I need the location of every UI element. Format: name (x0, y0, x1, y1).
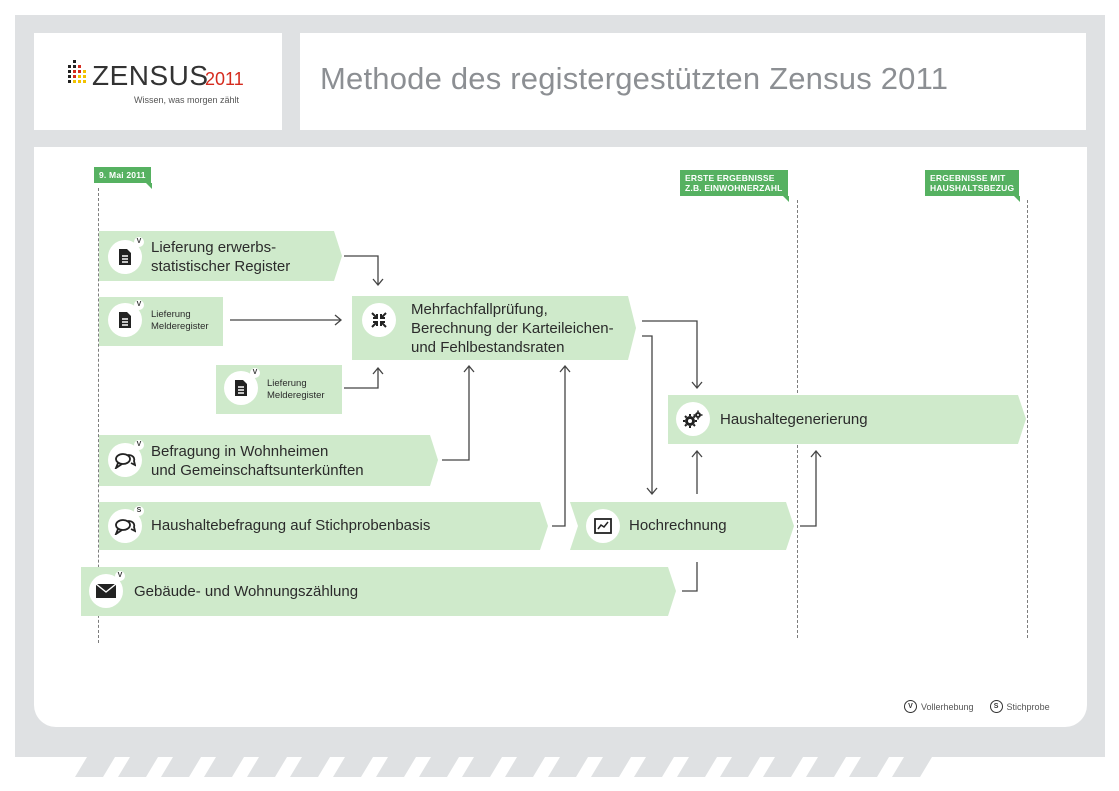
box-befragung-wohnheime (99, 435, 438, 486)
badge-vollerhebung: V (115, 571, 125, 581)
arrow-head-mehrfach-haushalt (691, 381, 703, 390)
document-icon (108, 240, 142, 274)
flag-milestone-1-line1: ERSTE ERGEBNISSE (685, 173, 775, 183)
logo-year: 2011 (205, 69, 244, 89)
stripe-shape (892, 757, 932, 777)
stripe-shape (161, 757, 201, 777)
gears-icon (676, 402, 710, 436)
label-melderegister-1-line1: Lieferung (151, 309, 191, 320)
legend-s-label: Stichprobe (1006, 701, 1050, 712)
stripe-shape (419, 757, 459, 777)
badge-stichprobe: S (134, 506, 144, 516)
label-mehrfach-line1: Mehrfachfallprüfung, (411, 301, 548, 318)
logo-bars-icon (68, 60, 86, 83)
label-melderegister-1: Lieferung Melderegister (151, 309, 209, 333)
label-mehrfach-line3: und Fehlbestandsraten (411, 339, 565, 356)
stripe-shape (118, 757, 158, 777)
stripe-shape (720, 757, 760, 777)
badge-vollerhebung: V (134, 300, 144, 310)
stripe-shape (204, 757, 244, 777)
logo-panel: ZENSUS 2011 Wissen, was morgen zählt (34, 33, 282, 130)
flag-milestone-2-line2: HAUSHALTSBEZUG (930, 183, 1015, 193)
label-melderegister-1-line2: Melderegister (151, 321, 209, 332)
box-mehrfachfallpruefung (352, 296, 636, 360)
badge-vollerhebung: V (250, 368, 260, 378)
stripe-shape (75, 757, 115, 777)
label-befragung-line2: und Gemeinschaftsunterkünften (151, 462, 364, 479)
arrow-head-melde2 (372, 366, 384, 375)
stripe-shape (763, 757, 803, 777)
arrow-head-hochrechnung-milestone (810, 449, 822, 458)
arrow-head-mehrfach-hochrechnung (646, 487, 658, 496)
label-befragung-wohnheime: Befragung in Wohnheimen und Gemeinschaft… (151, 442, 364, 480)
badge-vollerhebung: V (134, 237, 144, 247)
timeline-start-line (98, 188, 99, 643)
compress-icon (362, 303, 396, 337)
label-mehrfach-line2: Berechnung der Karteileichen- (411, 320, 614, 337)
box-haushaltegenerierung (668, 395, 1026, 444)
legend-s-symbol: S (989, 700, 1003, 713)
arrow-head-hochrechnung-haushalt (691, 449, 703, 458)
connector-hochrechnung-milestone (800, 452, 817, 527)
label-melderegister-2: Lieferung Melderegister (267, 378, 325, 402)
chart-icon (586, 509, 620, 543)
decorative-stripes (75, 757, 932, 777)
stripe-shape (247, 757, 287, 777)
title-panel: Methode des registergestützten Zensus 20… (300, 33, 1086, 130)
stripe-shape (290, 757, 330, 777)
stripe-shape (548, 757, 588, 777)
box-haushaltebefragung (99, 502, 548, 550)
stripe-shape (462, 757, 502, 777)
label-melderegister-2-line1: Lieferung (267, 378, 307, 389)
connector-gebaeude (682, 562, 698, 592)
arrow-head-melde1 (334, 314, 343, 326)
box-hochrechnung (570, 502, 794, 550)
connector-mehrfach-haushalt (642, 320, 698, 387)
stripe-shape (376, 757, 416, 777)
flag-milestone-1: ERSTE ERGEBNISSE Z.B. EINWOHNERZAHL (680, 170, 789, 202)
stripe-shape (677, 757, 717, 777)
badge-vollerhebung: V (134, 440, 144, 450)
flag-start-label: 9. Mai 2011 (99, 170, 146, 180)
label-haushaltebefragung: Haushaltebefragung auf Stichprobenbasis (151, 517, 431, 534)
timeline-milestone-2-line (1027, 200, 1028, 638)
legend-v-symbol: V (904, 700, 917, 713)
legend: V Vollerhebung S Stichprobe (904, 700, 1050, 713)
stripe-shape (333, 757, 373, 777)
connector-melde2 (344, 369, 379, 389)
logo-tagline: Wissen, was morgen zählt (134, 95, 240, 105)
stripe-shape (634, 757, 674, 777)
flag-milestone-1-line2: Z.B. EINWOHNERZAHL (685, 183, 783, 193)
box-register (99, 231, 342, 281)
arrow-head-befragung (463, 364, 475, 373)
box-gebaeude (81, 567, 676, 616)
page-title: Methode des registergestützten Zensus 20… (320, 61, 949, 96)
arrow-head-stichprobe (559, 364, 571, 373)
label-melderegister-2-line2: Melderegister (267, 390, 325, 401)
connector-stichprobe (552, 367, 566, 527)
flag-milestone-2: ERGEBNISSE MIT HAUSHALTSBEZUG (925, 170, 1021, 202)
connector-befragung (442, 367, 470, 461)
arrow-head-register (372, 278, 384, 287)
stripe-shape (849, 757, 889, 777)
flag-milestone-2-line1: ERGEBNISSE MIT (930, 173, 1006, 183)
stripe-shape (806, 757, 846, 777)
label-befragung-line1: Befragung in Wohnheimen (151, 443, 329, 460)
logo-wordmark: ZENSUS (92, 60, 209, 91)
label-hochrechnung: Hochrechnung (629, 517, 727, 534)
legend-v-label: Vollerhebung (921, 701, 974, 712)
label-register-line2: statistischer Register (151, 258, 291, 275)
label-gebaeude: Gebäude- und Wohnungszählung (134, 583, 359, 600)
zensus-logo: ZENSUS 2011 Wissen, was morgen zählt (68, 60, 244, 105)
flag-start: 9. Mai 2011 (94, 167, 152, 189)
connector-mehrfach-hochrechnung (642, 335, 653, 493)
label-mehrfachfallpruefung: Mehrfachfallprüfung, Berechnung der Kart… (411, 300, 614, 357)
label-haushaltegenerierung: Haushaltegenerierung (720, 411, 868, 428)
label-register-line1: Lieferung erwerbs- (151, 239, 277, 256)
stripe-shape (505, 757, 545, 777)
label-register: Lieferung erwerbs- statistischer Registe… (151, 238, 290, 276)
stripe-shape (591, 757, 631, 777)
connector-register (344, 255, 379, 284)
